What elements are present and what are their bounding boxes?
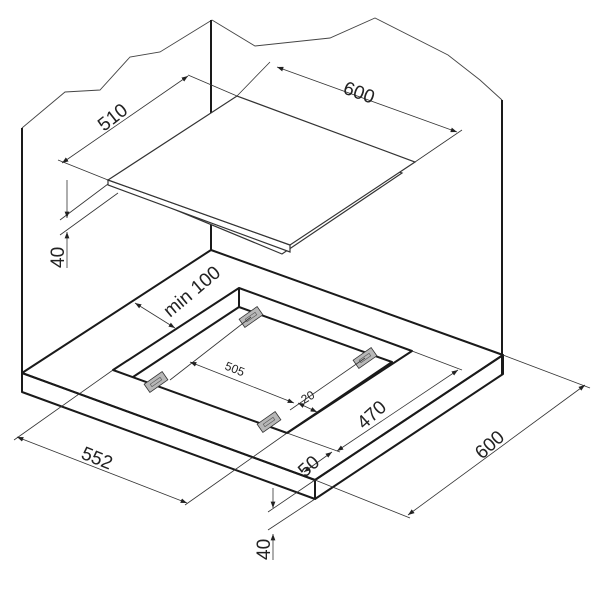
dim-line-bracket-offset (297, 402, 318, 413)
label-bracket-offset: 20 (299, 388, 318, 407)
label-hob-height: 40 (48, 247, 69, 268)
bracket-icon (143, 371, 169, 393)
dim-line-cutout-width (16, 436, 188, 504)
dim-line-hob-width (276, 66, 458, 133)
label-hob-width: 600 (340, 78, 377, 109)
label-cutout-depth: 470 (353, 397, 391, 434)
hob-glass-top (106, 95, 417, 246)
label-worktop-depth: 600 (471, 427, 509, 464)
label-hob-depth: 510 (94, 100, 132, 136)
wall-outline-left (21, 19, 213, 129)
label-worktop-thickness: 40 (254, 539, 275, 560)
dim-line-worktop-depth (407, 384, 586, 516)
wall-outline-top (211, 17, 503, 101)
dim-line-cutout-depth (336, 369, 459, 452)
dim-line-min-clearance (134, 302, 176, 329)
bracket-icon (256, 411, 282, 433)
dim-line-front-margin (303, 451, 333, 473)
worktop-side (314, 354, 504, 500)
dim-line-bracket-spacing (189, 361, 295, 404)
label-cutout-width: 552 (78, 443, 115, 474)
dim-line-hob-depth (61, 75, 189, 164)
label-min-clearance: min 100 (160, 262, 225, 322)
worktop-front (21, 372, 316, 500)
